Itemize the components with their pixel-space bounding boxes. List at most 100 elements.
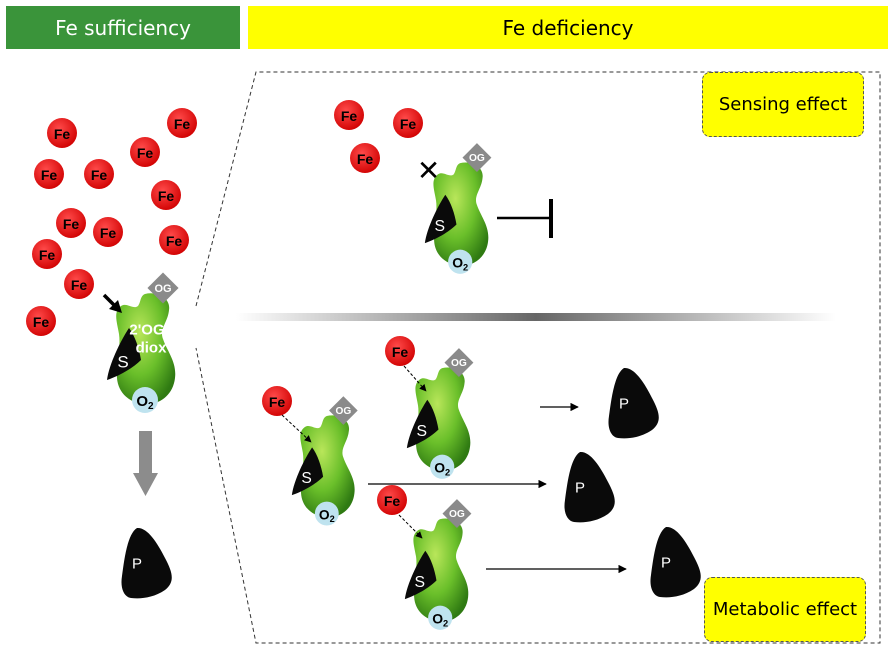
product-label: P [132, 556, 142, 573]
iron-ion: Fe [334, 100, 364, 130]
product-shape [650, 526, 701, 598]
iron-ion-circle [47, 118, 77, 148]
iron-ion: Fe [93, 217, 123, 247]
iron-ion: Fe [26, 306, 56, 336]
iron-label: Fe [269, 394, 286, 410]
oxygen-circle [314, 501, 339, 526]
oxygen-label: O2 [434, 460, 450, 478]
enzyme-body [415, 367, 471, 471]
iron-ion-circle [32, 239, 62, 269]
iron-label: Fe [54, 126, 71, 142]
iron-label: Fe [384, 493, 401, 509]
product: P [564, 451, 615, 523]
metabolic-effect-label: Metabolic effect [704, 577, 866, 642]
iron-ion-circle [377, 485, 407, 515]
deficiency-panel-border [195, 71, 881, 644]
fe-binding-arrow [102, 293, 122, 313]
product-label: P [575, 480, 585, 497]
inhibited-cross-icon: ✕ [417, 155, 440, 186]
iron-label: Fe [400, 116, 417, 132]
iron-label: Fe [33, 314, 50, 330]
product-label: P [661, 555, 671, 572]
fe-approach-arrow-2 [403, 365, 427, 392]
iron-ion-circle [159, 225, 189, 255]
oxoglutarate-label: OG [451, 358, 467, 369]
oxygen-label: O2 [319, 507, 335, 524]
oxygen-label: O2 [452, 255, 468, 273]
iron-ion-circle [151, 180, 181, 210]
iron-ion: Fe [84, 159, 114, 189]
iron-ion: Fe [385, 336, 415, 366]
substrate-wedge [291, 447, 324, 496]
iron-ion: Fe [32, 239, 62, 269]
product: P [650, 526, 701, 598]
oxoglutarate-label: OG [469, 153, 485, 164]
substrate-wedge [424, 194, 457, 244]
iron-label: Fe [158, 188, 175, 204]
iron-label: Fe [41, 167, 58, 183]
iron-label: Fe [166, 233, 183, 249]
product: P [121, 527, 172, 599]
iron-ion-circle [167, 108, 197, 138]
iron-label: Fe [137, 145, 154, 161]
oxoglutarate-label: OG [335, 406, 351, 417]
substrate-label: S [434, 218, 445, 235]
product: P [608, 367, 659, 439]
sensing-effect-label: Sensing effect [702, 72, 864, 137]
iron-ion-circle [26, 306, 56, 336]
iron-ion-circle [56, 208, 86, 238]
iron-ion: Fe [377, 485, 407, 515]
iron-ion: Fe [64, 269, 94, 299]
enzyme-name-line1: 2'OG [129, 322, 164, 339]
iron-ion: Fe [56, 208, 86, 238]
iron-ion: Fe [130, 137, 160, 167]
conversion-arrow [133, 431, 158, 496]
fe-deficiency-header: Fe deficiency [248, 6, 888, 49]
iron-label: Fe [392, 344, 409, 360]
enzyme-body [300, 415, 355, 518]
product-shape [608, 367, 659, 439]
iron-ion-circle [334, 100, 364, 130]
iron-label: Fe [39, 247, 56, 263]
iron-label: Fe [174, 116, 191, 132]
enzyme-body [433, 162, 489, 266]
substrate-wedge [404, 550, 437, 600]
iron-ion: Fe [167, 108, 197, 138]
substrate-wedge [107, 328, 141, 380]
fe-approach-arrow-1 [281, 414, 312, 443]
iron-label: Fe [91, 167, 108, 183]
dioxygenase-enzyme: S OG O2 [404, 499, 472, 630]
oxygen-label: O2 [136, 393, 154, 412]
dioxygenase-enzyme: S OG O2 ✕ [417, 143, 492, 274]
iron-ion-circle [393, 108, 423, 138]
oxoglutarate-label: OG [154, 283, 171, 295]
iron-ion-circle [84, 159, 114, 189]
product-shape [121, 527, 172, 599]
iron-ion-circle [130, 137, 160, 167]
iron-label: Fe [71, 277, 88, 293]
enzyme-body [116, 293, 176, 405]
oxygen-circle [428, 605, 453, 630]
iron-ion: Fe [151, 180, 181, 210]
iron-ion: Fe [47, 118, 77, 148]
iron-label: Fe [357, 151, 374, 167]
oxoglutarate-label: OG [449, 509, 465, 520]
iron-ion: Fe [159, 225, 189, 255]
panel-divider [236, 313, 836, 321]
iron-label: Fe [341, 108, 358, 124]
product-label: P [619, 396, 629, 413]
iron-ion-circle [385, 336, 415, 366]
substrate-label: S [117, 353, 128, 372]
substrate-wedge [406, 399, 439, 449]
fe-sufficiency-header: Fe sufficiency [6, 6, 240, 49]
oxygen-label: O2 [432, 611, 448, 629]
oxygen-circle [448, 249, 473, 274]
oxoglutarate-diamond [147, 272, 179, 304]
enzyme-body [413, 518, 469, 622]
substrate-label: S [414, 574, 425, 591]
iron-label: Fe [63, 216, 80, 232]
iron-ion: Fe [393, 108, 423, 138]
